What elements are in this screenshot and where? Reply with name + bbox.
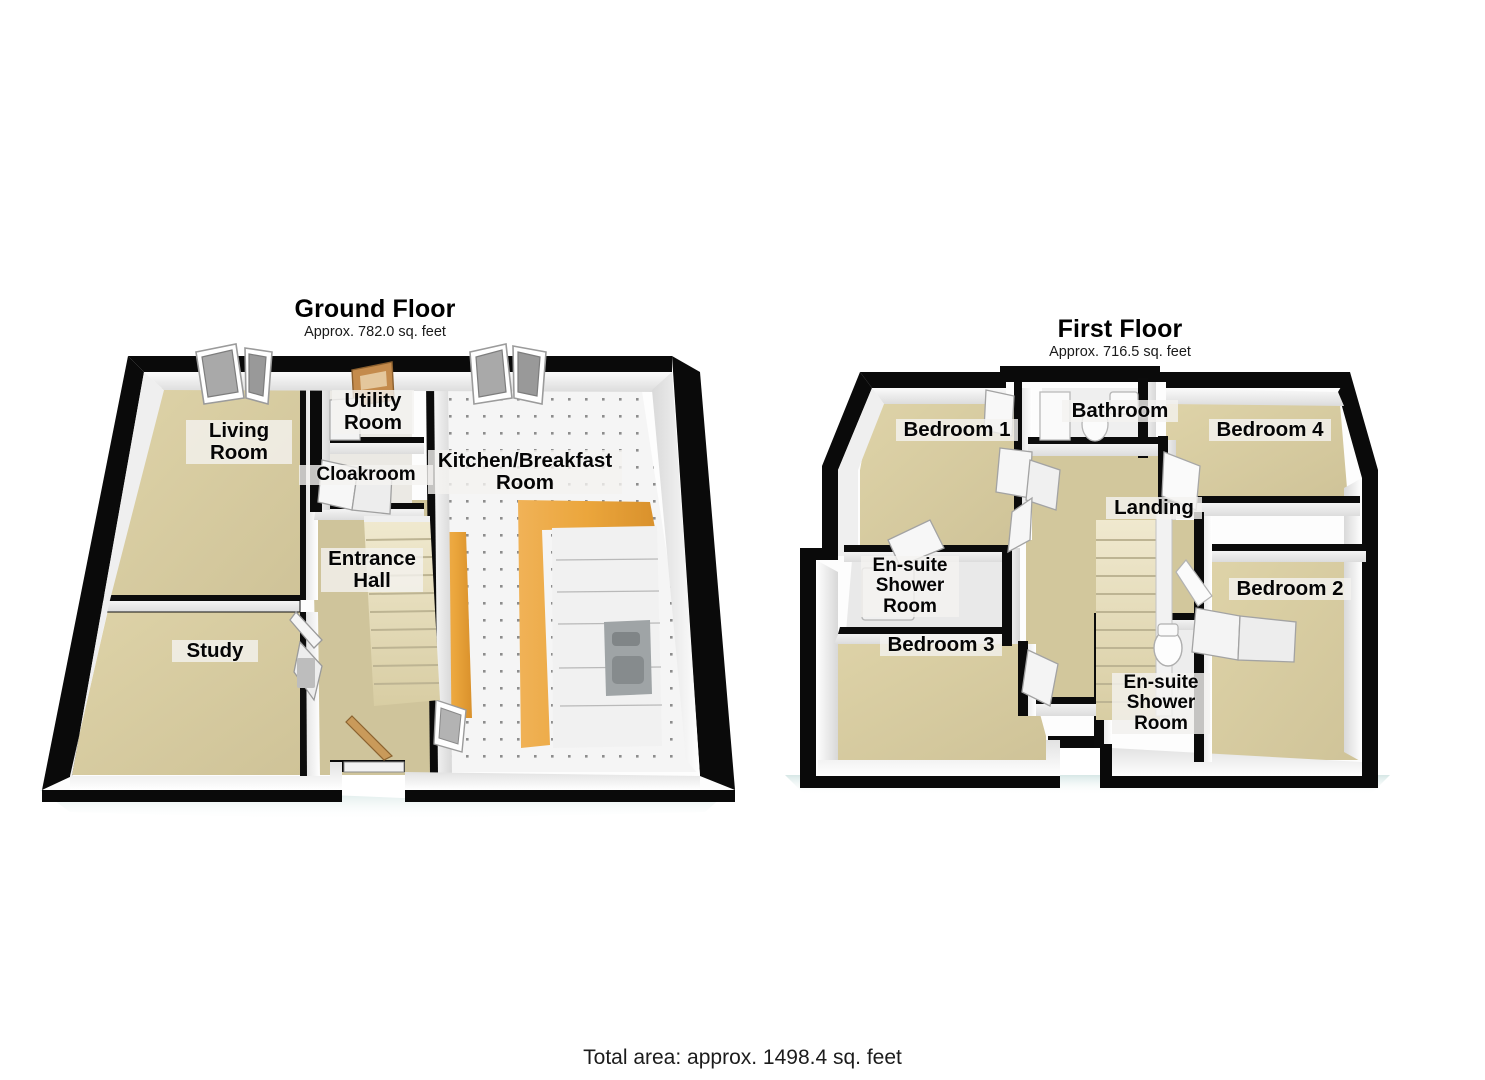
wall-ground-west <box>42 356 144 790</box>
door-study <box>289 610 323 649</box>
wall-ensuite1-east-cap <box>1002 545 1012 646</box>
wall-bed2-north <box>1196 548 1366 562</box>
wall-ground-south-face-left <box>70 762 342 790</box>
wall-first-northwest-face <box>838 388 884 556</box>
front-door-leaf <box>345 715 394 761</box>
wall-ground-west-face <box>70 372 164 776</box>
room-floor-bedroom-3 <box>818 640 1046 760</box>
room-label-bedroom-1: Bedroom 1 <box>896 419 1018 441</box>
wall-first-north-face-right <box>1166 388 1344 406</box>
sink-tap-icon <box>612 632 640 646</box>
window-kitchen-north <box>469 343 547 405</box>
first-floor-title-block: First Floor Approx. 716.5 sq. feet <box>955 316 1285 364</box>
door-ensuite-2 <box>1175 559 1213 607</box>
wall-first-south-face-right <box>1112 748 1362 776</box>
room-floor-study <box>70 610 300 775</box>
room-label-entrance-hall: Entrance Hall <box>321 548 423 592</box>
window-kitchen-south <box>433 699 467 753</box>
sink-basin-icon <box>612 656 644 684</box>
wall-ground-east <box>672 356 735 790</box>
room-label-landing: Landing <box>1106 497 1202 519</box>
wall-first-north-face-left <box>872 388 1006 404</box>
door-landing-bed1 <box>1007 496 1033 554</box>
staircase-ground-top <box>364 516 430 522</box>
wall-bed2-north-cap <box>1196 544 1366 551</box>
door-bathroom-leaf <box>1025 459 1061 511</box>
first-floor-area: Approx. 716.5 sq. feet <box>1049 344 1191 361</box>
wall-first-east <box>1338 372 1378 776</box>
room-label-kitchen-breakfast-room: Kitchen/Breakfast Room <box>428 450 622 494</box>
wall-first-north <box>860 366 1350 388</box>
window-living-room <box>195 343 273 406</box>
wall-first-south <box>800 736 1378 788</box>
wall-ensuite1-south-cap <box>838 627 1020 634</box>
first-floor-title: First Floor <box>1057 315 1183 343</box>
wall-bed3-east-cap <box>1018 641 1028 716</box>
wall-first-northwest <box>800 372 872 560</box>
cistern-ensuite2-icon <box>1157 623 1179 637</box>
door-bedroom-3 <box>1021 649 1059 707</box>
wall-first-south-face-left <box>818 740 1060 776</box>
wardrobe-bedroom-2 <box>1237 615 1297 663</box>
room-label-bedroom-4: Bedroom 4 <box>1209 419 1331 441</box>
kitchen-worktop-right-run <box>518 500 655 748</box>
wall-bed4-south <box>1166 500 1360 516</box>
wall-ground-south <box>42 760 735 802</box>
door-bedroom-2 <box>1191 607 1241 661</box>
room-label-utility-room: Utility Room <box>332 390 414 434</box>
staircase-first <box>1096 520 1160 720</box>
front-door-threshold <box>343 761 405 773</box>
total-area-text: Total area: approx. 1498.4 sq. feet <box>583 1046 902 1069</box>
wall-ground-south-face-right <box>405 772 700 790</box>
door-study-panel <box>297 658 315 688</box>
room-label-cloakroom: Cloakroom <box>299 464 433 486</box>
wall-living-right-cap <box>300 388 306 600</box>
wall-first-west <box>800 548 816 776</box>
room-label-ensuite-shower-room-2: En-suite Shower Room <box>1112 672 1210 734</box>
room-label-ensuite-shower-room-1: En-suite Shower Room <box>861 555 959 617</box>
room-label-bedroom-2: Bedroom 2 <box>1229 578 1351 600</box>
room-label-study: Study <box>172 640 258 662</box>
ground-floor-title: Ground Floor <box>294 295 456 323</box>
room-label-bedroom-3: Bedroom 3 <box>880 634 1002 656</box>
room-label-living-room: Living Room <box>186 420 292 464</box>
room-label-bathroom: Bathroom <box>1062 400 1178 422</box>
ground-floor-area: Approx. 782.0 sq. feet <box>304 324 446 341</box>
wall-first-east-face <box>1344 478 1362 762</box>
wall-bed4-south-cap <box>1166 496 1360 503</box>
door-utility-panel <box>360 371 387 390</box>
wall-utility-cloakroom <box>322 440 424 454</box>
wall-first-west-face <box>816 560 838 762</box>
ground-floor-title-block: Ground Floor Approx. 782.0 sq. feet <box>210 296 540 344</box>
wall-living-study-cap <box>94 595 300 601</box>
wall-ground-east-face <box>652 372 700 776</box>
